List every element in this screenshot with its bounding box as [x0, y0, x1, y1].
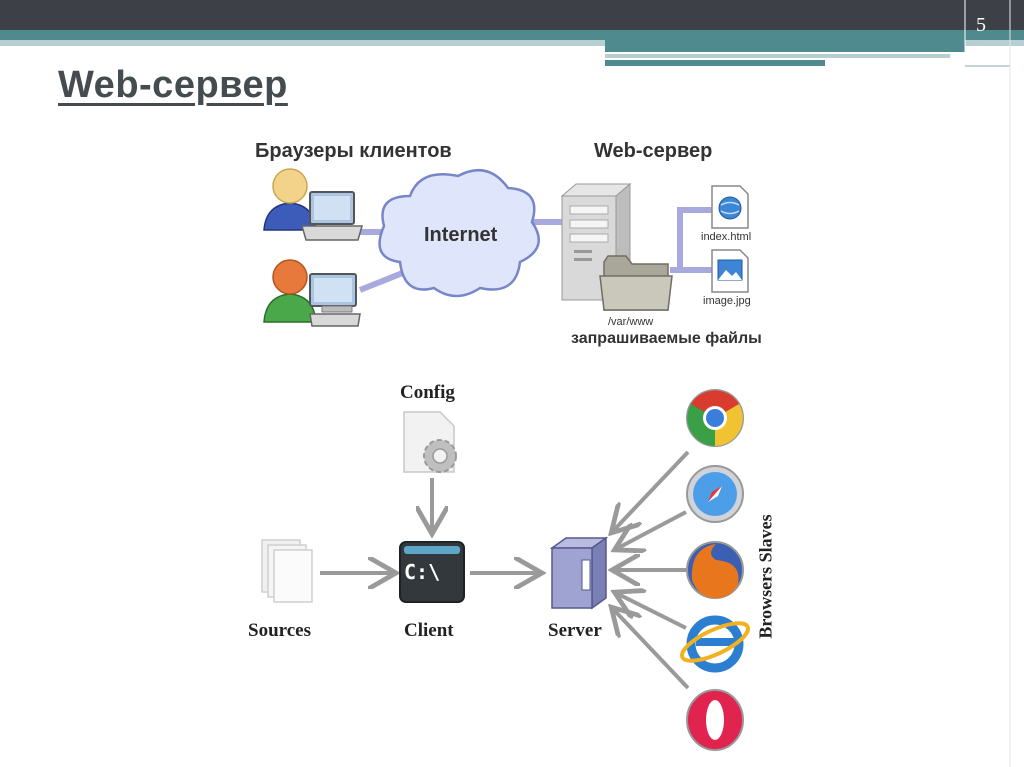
laptop-icon	[301, 191, 363, 241]
web-page-icon	[711, 185, 749, 229]
folder-label: /var/www	[608, 316, 654, 328]
client-label: Client	[404, 620, 454, 641]
clients-label: Браузеры клиентов	[255, 140, 452, 162]
opera-icon	[686, 689, 744, 751]
config-file-icon	[403, 411, 457, 473]
file-name-index: index.html	[701, 231, 752, 243]
cloud-label: Internet	[424, 224, 498, 246]
file-name-image: image.jpg	[703, 295, 751, 307]
internet-cloud-icon	[378, 168, 540, 298]
page-number: 5	[976, 14, 986, 36]
sources-documents-icon	[261, 539, 313, 603]
firefox-icon	[686, 541, 744, 599]
slide-title: Web-сервер	[58, 64, 288, 106]
server-label: Web-сервер	[594, 140, 713, 162]
server-node-label: Server	[548, 620, 602, 641]
sources-label: Sources	[248, 620, 311, 641]
terminal-prompt: C:\	[404, 560, 441, 584]
server-tower-icon	[560, 182, 632, 301]
folder-icon	[599, 255, 673, 311]
browsers-slaves-label: Browsers Slaves	[755, 514, 776, 639]
config-label: Config	[400, 382, 455, 403]
chrome-icon	[686, 389, 744, 447]
internet-explorer-icon	[679, 615, 751, 673]
files-caption: запрашиваемые файлы	[571, 330, 762, 347]
image-file-icon	[711, 249, 749, 293]
client-user-2	[263, 259, 361, 327]
flow-arrows	[320, 450, 690, 690]
safari-icon	[686, 465, 744, 523]
terminal-icon	[399, 541, 465, 603]
client-user-1	[263, 168, 363, 241]
server-icon	[549, 536, 609, 610]
